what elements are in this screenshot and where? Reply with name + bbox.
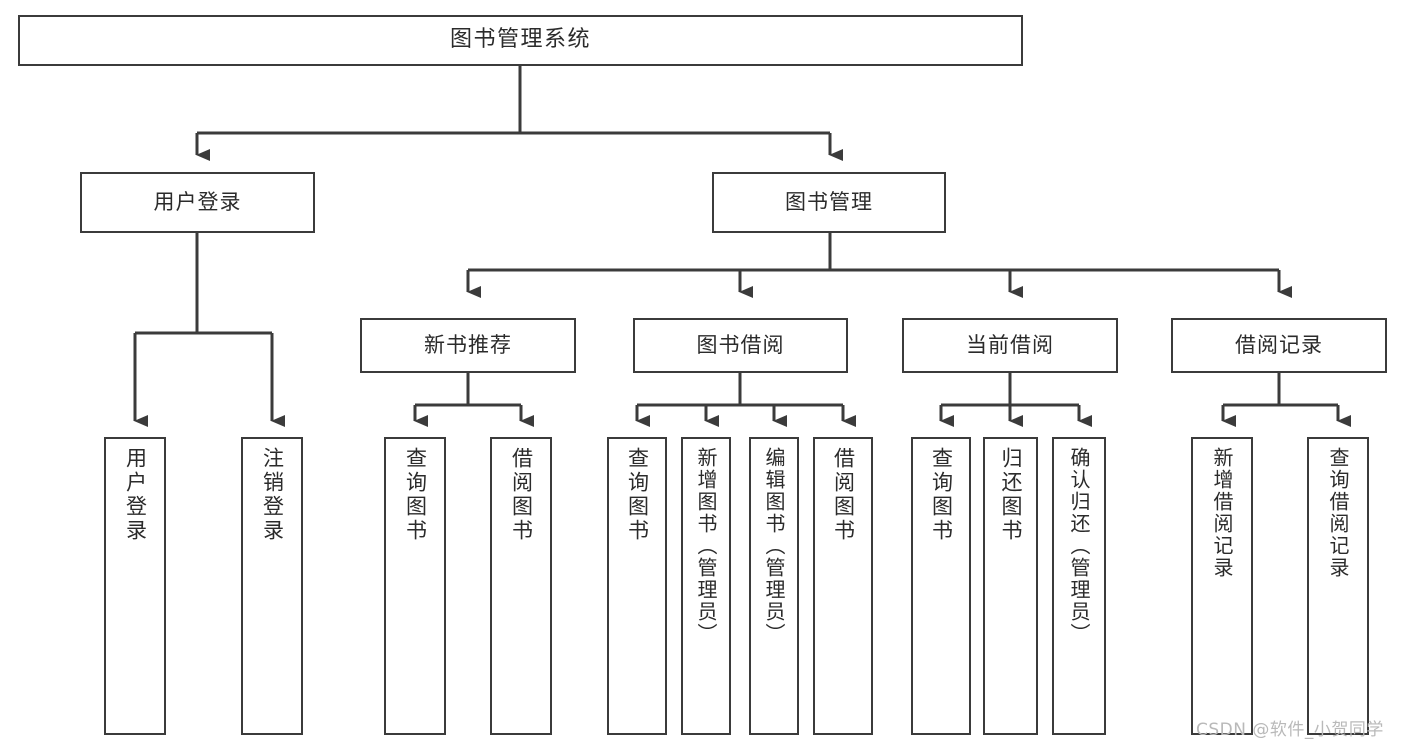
node-label: 查询图书	[403, 447, 428, 543]
leaf-edit-book-admin[interactable]: 编辑图书（管理员）	[749, 437, 799, 735]
node-label: 编辑图书（管理员）	[762, 447, 786, 645]
leaf-user-logout[interactable]: 注销登录	[241, 437, 303, 735]
leaf-add-borrow-record[interactable]: 新增借阅记录	[1191, 437, 1253, 735]
node-user-login[interactable]: 用户登录	[80, 172, 315, 233]
node-label: 确认归还（管理员）	[1067, 447, 1091, 645]
leaf-query-book-current[interactable]: 查询图书	[911, 437, 971, 735]
leaf-borrow-book[interactable]: 借阅图书	[813, 437, 873, 735]
node-label: 图书管理系统	[449, 27, 591, 53]
node-label: 注销登录	[260, 447, 285, 543]
node-label: 用户登录	[123, 447, 148, 543]
node-label: 新增图书（管理员）	[694, 447, 718, 645]
node-label: 当前借阅	[966, 332, 1054, 357]
node-label: 借阅记录	[1235, 332, 1323, 357]
leaf-query-book-borrow[interactable]: 查询图书	[607, 437, 667, 735]
leaf-return-book[interactable]: 归还图书	[983, 437, 1038, 735]
node-label: 借阅图书	[831, 447, 856, 543]
node-label: 用户登录	[153, 189, 242, 214]
leaf-add-book-admin[interactable]: 新增图书（管理员）	[681, 437, 731, 735]
node-borrow-record[interactable]: 借阅记录	[1171, 318, 1387, 373]
leaf-query-borrow-record[interactable]: 查询借阅记录	[1307, 437, 1369, 735]
node-label: 图书借阅	[696, 332, 785, 357]
node-label: 新增借阅记录	[1210, 447, 1234, 579]
node-label: 图书管理	[785, 189, 873, 214]
node-root-book-management-system[interactable]: 图书管理系统	[18, 15, 1023, 66]
leaf-confirm-return-admin[interactable]: 确认归还（管理员）	[1052, 437, 1106, 735]
node-label: 归还图书	[999, 447, 1023, 543]
node-current-borrow[interactable]: 当前借阅	[902, 318, 1118, 373]
node-book-borrow[interactable]: 图书借阅	[633, 318, 848, 373]
node-label: 查询图书	[929, 447, 954, 543]
node-label: 查询借阅记录	[1326, 447, 1350, 579]
csdn-watermark: CSDN @软件_小贺同学	[1196, 720, 1384, 740]
node-new-book-recommend[interactable]: 新书推荐	[360, 318, 576, 373]
node-label: 查询图书	[625, 447, 650, 543]
node-label: 借阅图书	[509, 447, 534, 543]
node-label: 新书推荐	[424, 332, 512, 357]
leaf-user-login[interactable]: 用户登录	[104, 437, 166, 735]
leaf-borrow-book-recommend[interactable]: 借阅图书	[490, 437, 552, 735]
node-book-management[interactable]: 图书管理	[712, 172, 946, 233]
leaf-query-book-recommend[interactable]: 查询图书	[384, 437, 446, 735]
